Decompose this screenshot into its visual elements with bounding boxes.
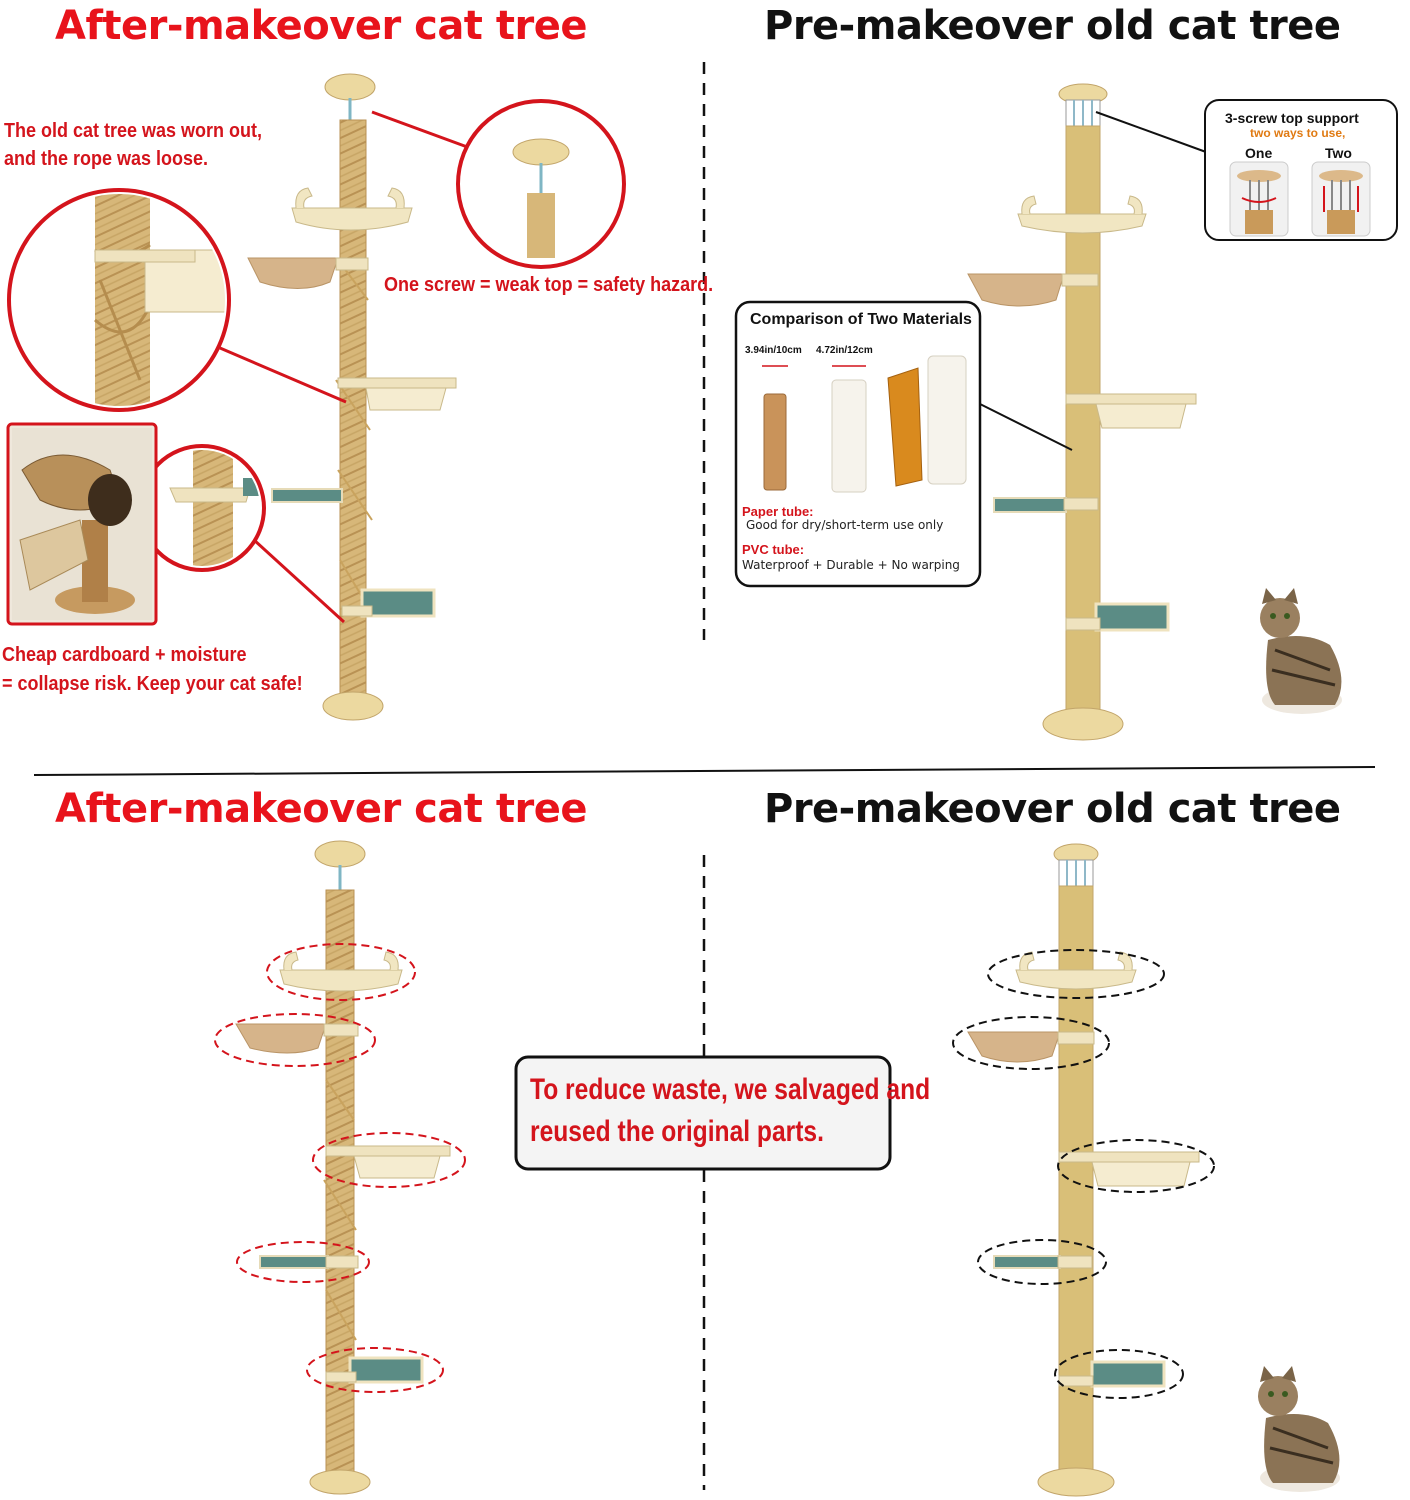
callout-worn-line2: and the rope was loose. <box>4 148 209 170</box>
section-separator <box>33 766 1376 776</box>
zoom-circle-joint <box>138 444 346 624</box>
heading-pre-bottom: Pre-makeover old cat tree <box>764 786 1341 832</box>
comparison-dim-pvc: 4.72in/12cm <box>816 345 873 356</box>
cat-photo-bottom <box>1258 1366 1340 1492</box>
tree-top-right <box>967 83 1207 741</box>
tree-bottom-right <box>952 843 1215 1497</box>
support-option-one: One <box>1245 145 1273 161</box>
top-support-panel <box>1204 99 1398 241</box>
comparison-title: Comparison of Two Materials <box>750 311 972 328</box>
zoom-circle-top <box>371 99 626 269</box>
heading-after-bottom: After-makeover cat tree <box>55 786 587 832</box>
zoom-circle-rope <box>7 188 347 412</box>
comparison-paper-label: Paper tube: <box>742 504 814 519</box>
heading-after-top: After-makeover cat tree <box>55 3 587 49</box>
callout-cardboard-line2: = collapse risk. Keep your cat safe! <box>2 673 303 695</box>
callout-worn-line1: The old cat tree was worn out, <box>4 120 263 142</box>
heading-pre-top: Pre-makeover old cat tree <box>764 3 1341 49</box>
comparison-paper-desc: Good for dry/short-term use only <box>746 518 944 532</box>
waste-note-line1: To reduce waste, we salvaged and <box>530 1073 931 1106</box>
support-option-two: Two <box>1325 145 1352 161</box>
comparison-dim-paper: 3.94in/10cm <box>745 345 802 356</box>
callout-cardboard-line1: Cheap cardboard + moisture <box>2 644 247 666</box>
callout-screw: One screw = weak top = safety hazard. <box>384 274 714 296</box>
waste-note-line2: reused the original parts. <box>530 1115 824 1148</box>
comparison-panel <box>734 300 982 588</box>
tree-bottom-left <box>214 840 466 1495</box>
comparison-pvc-label: PVC tube: <box>742 542 805 557</box>
comparison-pvc-desc: Waterproof + Durable + No warping <box>742 558 960 572</box>
waste-note-box <box>514 1055 892 1171</box>
cat-photo-top <box>1260 588 1342 714</box>
cardboard-photo <box>6 422 158 626</box>
support-title: 3-screw top support <box>1225 110 1359 126</box>
tree-top-left <box>247 73 457 721</box>
support-subtitle: two ways to use, <box>1250 126 1346 140</box>
